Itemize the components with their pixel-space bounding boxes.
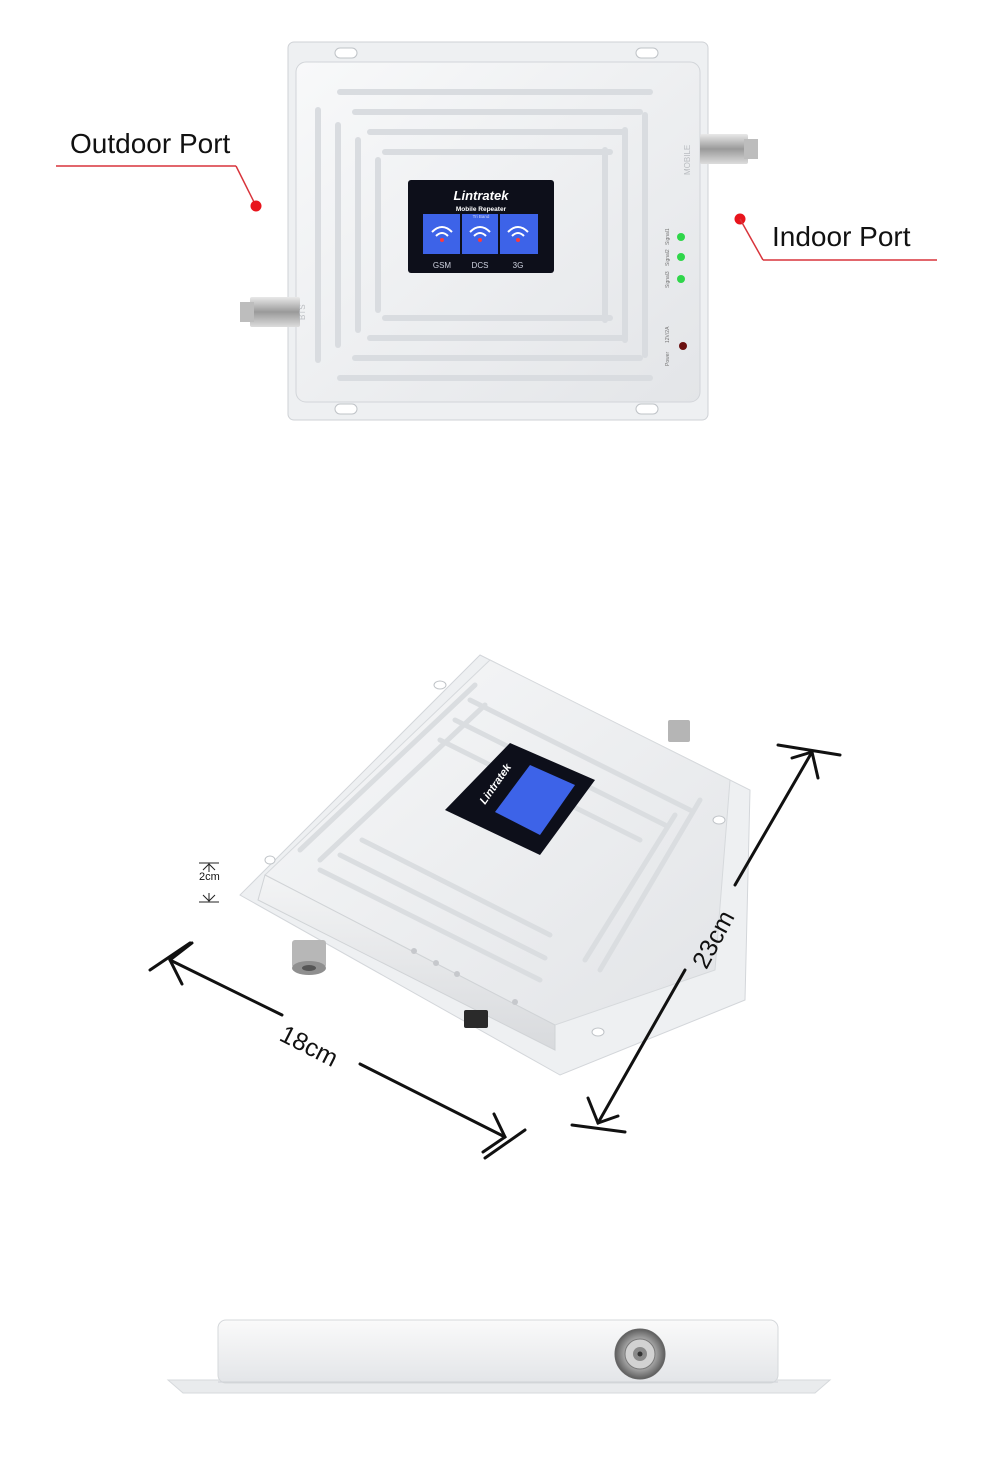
top-view-device: Lintratek Mobile Repeater Tri Band GSM D…	[0, 0, 1000, 440]
led-label-3: Signal3	[665, 271, 671, 288]
brand-text: Lintratek	[454, 188, 510, 203]
band-gsm: GSM	[433, 261, 452, 270]
height-marker	[199, 862, 219, 903]
height-dimension-label: 2cm	[199, 871, 220, 883]
angled-view-svg: Lintratek	[148, 654, 842, 1160]
top-view-svg: Lintratek Mobile Repeater Tri Band GSM D…	[56, 41, 937, 421]
dc-label: 12V/2A	[665, 326, 671, 343]
led-indicators	[677, 233, 687, 350]
outdoor-dot	[250, 200, 262, 212]
screen-title: Mobile Repeater	[456, 206, 507, 213]
angled-view-device: Lintratek	[0, 640, 1000, 1180]
width-arrow	[148, 941, 527, 1160]
indoor-callout	[734, 213, 937, 261]
bts-connector	[240, 297, 300, 327]
band-3g: 3G	[513, 261, 524, 270]
screen-subtitle: Tri Band	[473, 214, 490, 219]
mobile-connector	[700, 134, 758, 164]
length-arrow	[570, 743, 842, 1134]
outdoor-callout	[56, 165, 262, 212]
bts-label: BTS	[298, 304, 307, 320]
indoor-port-label: Indoor Port	[772, 221, 911, 252]
outdoor-port-label: Outdoor Port	[70, 128, 231, 159]
body-ribs	[315, 89, 653, 381]
led-label-1: Signal1	[665, 228, 671, 245]
signal-icons	[431, 226, 529, 237]
side-view-svg	[166, 1319, 832, 1394]
side-view-device	[0, 1300, 1000, 1420]
mobile-label: MOBILE	[683, 145, 692, 175]
power-label: Power	[665, 351, 671, 366]
band-dcs: DCS	[472, 261, 489, 270]
led-label-2: Signal2	[665, 249, 671, 266]
